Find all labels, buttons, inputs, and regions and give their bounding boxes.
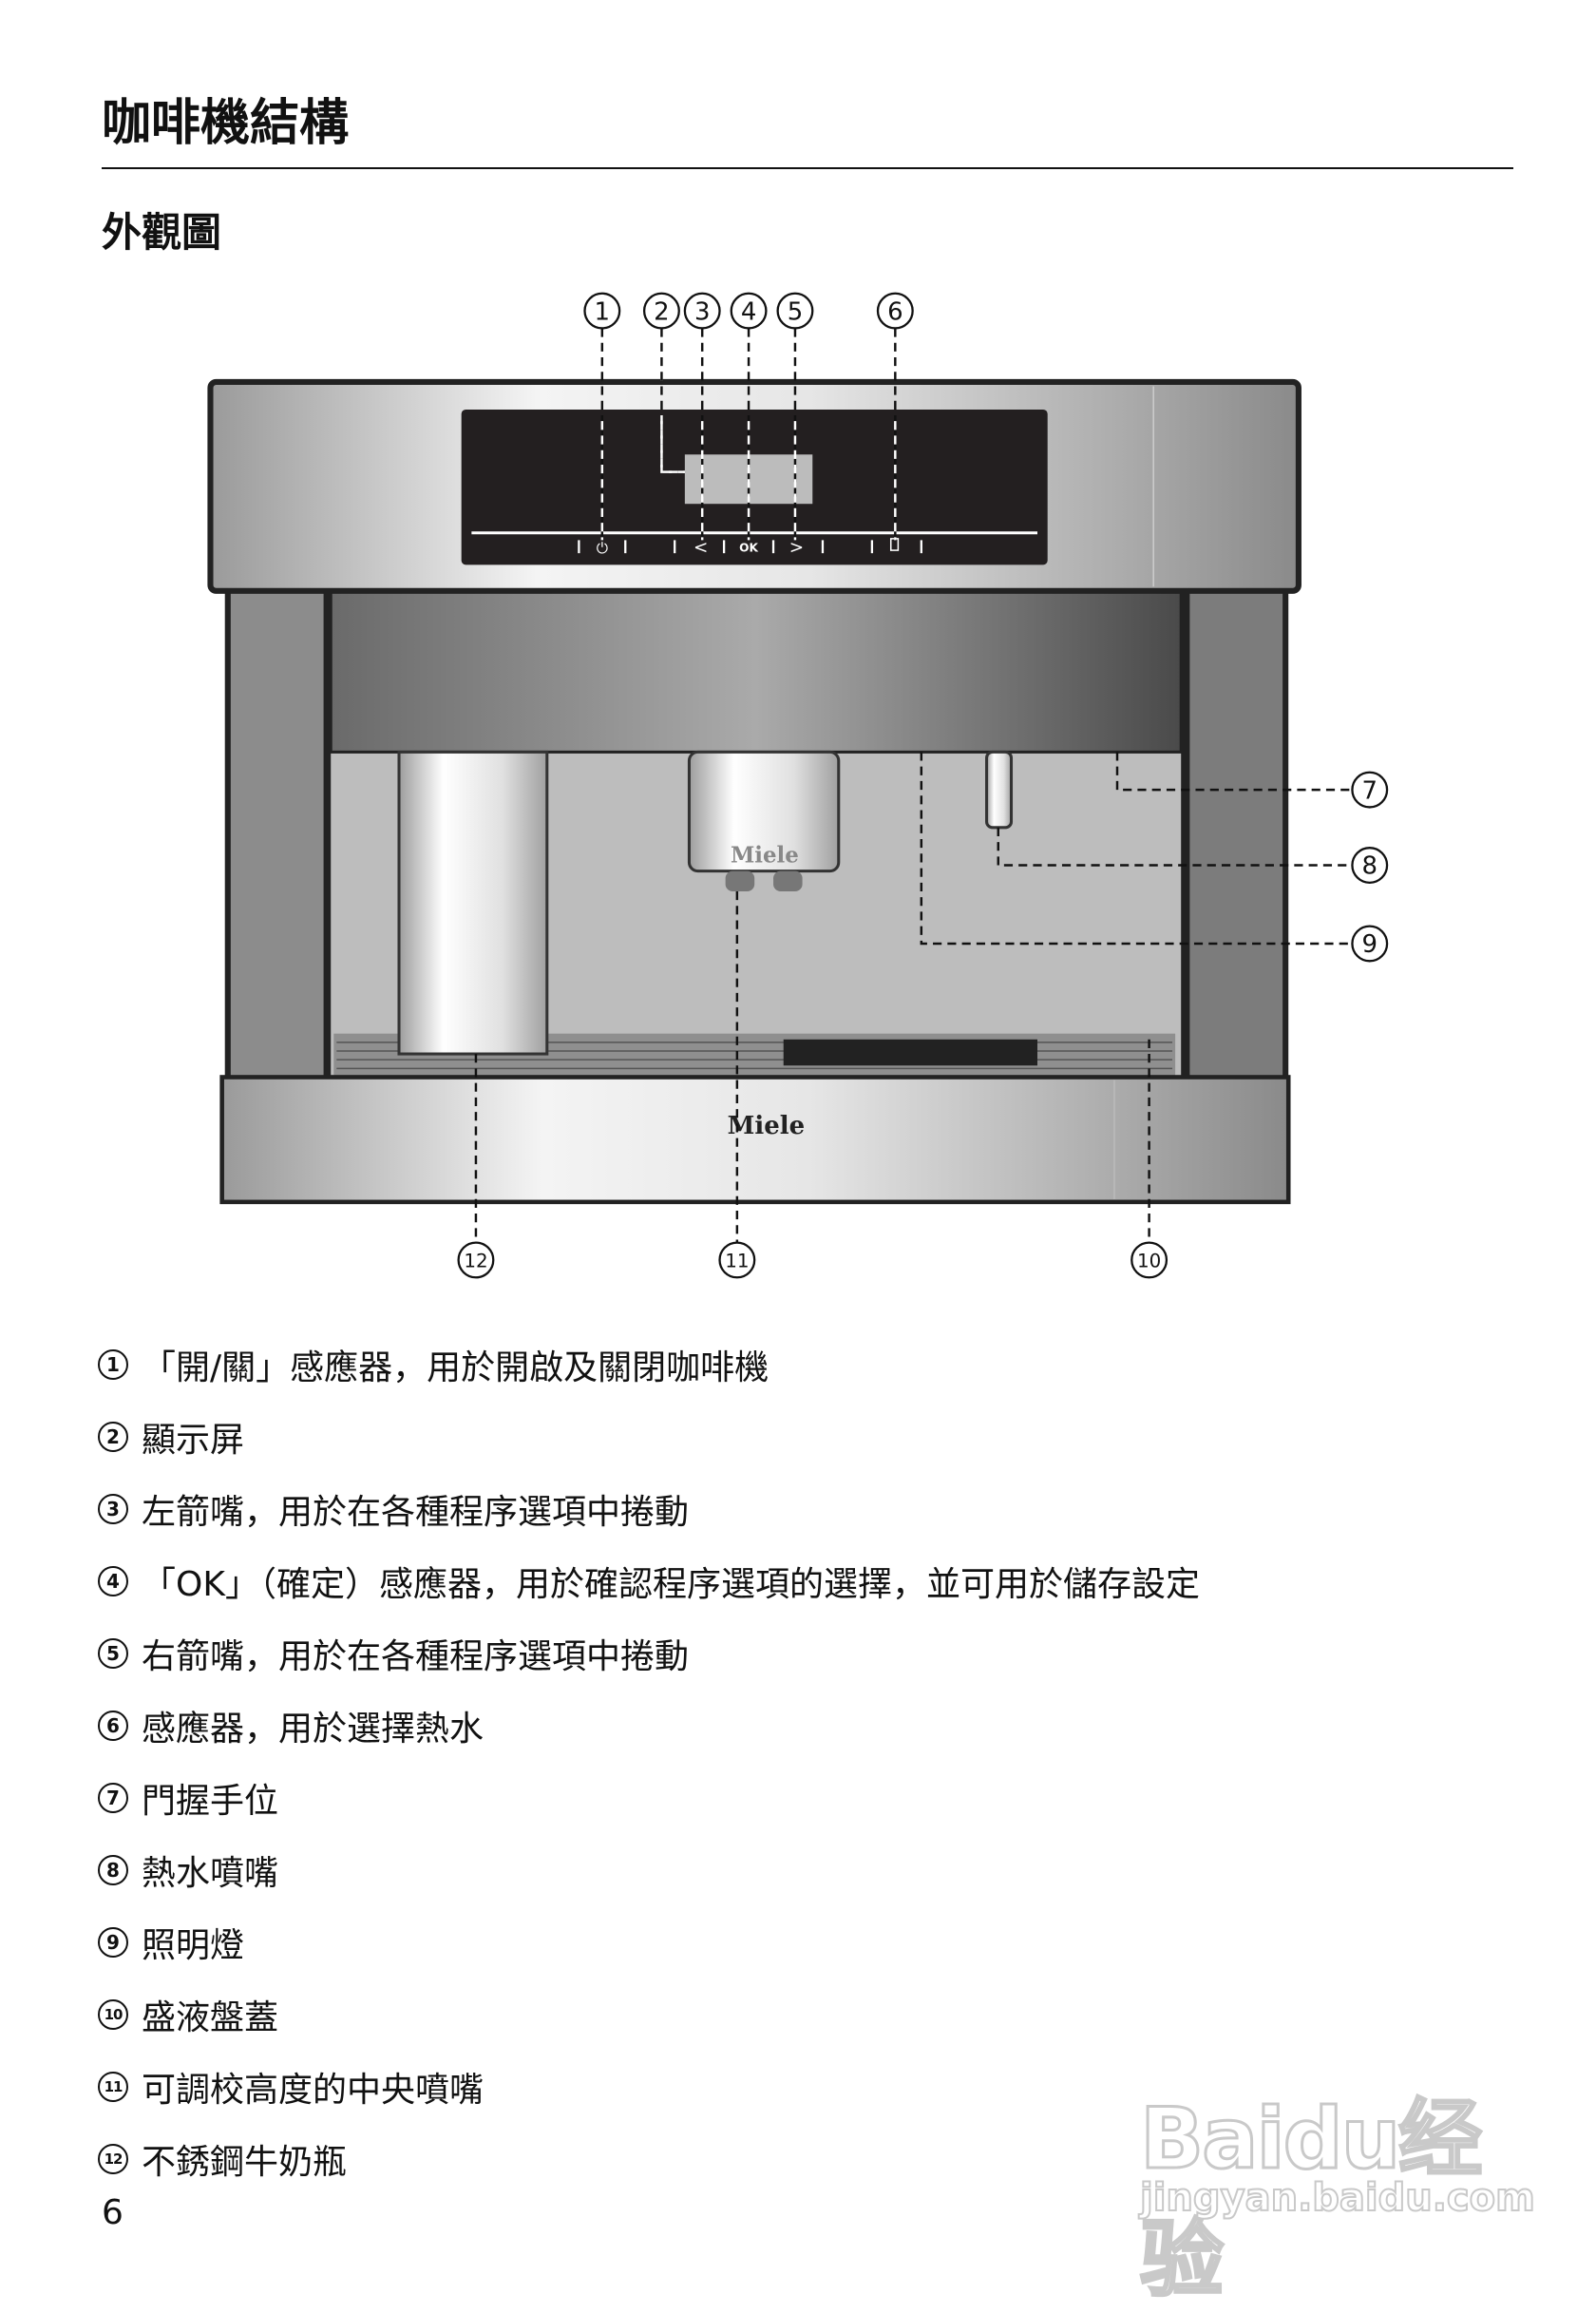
callout-2: 2 (642, 292, 680, 330)
power-icon: ⏻ (597, 540, 608, 557)
callout-1: 1 (583, 292, 621, 330)
svg-text:4: 4 (741, 297, 757, 326)
right-arrow-icon: > (789, 538, 804, 558)
svg-text:12: 12 (464, 1251, 487, 1272)
milk-container (397, 750, 549, 1056)
legend-item: 4「OK」（確定）感應器，用於確認程序選項的選擇，並可用於儲存設定 (98, 1545, 1200, 1617)
callout-7: 7 (1351, 771, 1389, 809)
hot-water-spout (985, 750, 1014, 830)
callout-6: 6 (876, 292, 914, 330)
callout-12: 12 (457, 1241, 495, 1279)
page-title: 咖啡機結構 (102, 95, 350, 152)
bottom-panel (219, 1075, 1291, 1205)
bottom-logo: Miele (728, 1112, 805, 1140)
left-side-panel (230, 590, 324, 1078)
svg-text:9: 9 (1361, 930, 1378, 959)
right-side-panel (1189, 590, 1283, 1078)
callout-3: 3 (683, 292, 721, 330)
callout-11: 11 (718, 1241, 756, 1279)
callout-9: 9 (1351, 925, 1389, 963)
title-divider (102, 167, 1513, 169)
page-number: 6 (102, 2193, 124, 2232)
coffee-machine-diagram: Miele Miele ⏻ < OK > (207, 292, 1389, 1279)
svg-text:5: 5 (788, 297, 804, 326)
svg-text:2: 2 (654, 297, 670, 326)
upper-band (329, 589, 1183, 754)
baidu-watermark: Baidu经验 jingyan.baidu.com (1139, 2015, 1536, 2310)
left-arrow-icon: < (694, 538, 708, 558)
svg-text:6: 6 (887, 297, 903, 326)
watermark-url: jingyan.baidu.com (1139, 2175, 1536, 2221)
callouts: 1 2 3 4 5 6 7 8 9 10 11 12 (457, 292, 1389, 1279)
svg-text:3: 3 (694, 297, 711, 326)
svg-text:1: 1 (595, 297, 611, 326)
control-panel: ⏻ < OK > (207, 378, 1302, 594)
spout-logo: Miele (731, 842, 799, 868)
callout-4: 4 (730, 292, 768, 330)
section-title: 外觀圖 (102, 209, 222, 256)
central-spout (687, 750, 841, 873)
callout-5: 5 (776, 292, 814, 330)
ok-label: OK (739, 542, 758, 555)
callout-10: 10 (1130, 1241, 1168, 1279)
machine-body: Miele Miele (219, 589, 1291, 1205)
svg-text:7: 7 (1361, 776, 1378, 805)
svg-text:8: 8 (1361, 852, 1378, 881)
svg-text:10: 10 (1137, 1251, 1161, 1272)
leader-lines (474, 328, 1353, 1243)
svg-text:11: 11 (725, 1251, 749, 1272)
legend-item: 1「開/關」感應器，用於開啟及關閉咖啡機 (98, 1329, 1200, 1401)
callout-8: 8 (1351, 847, 1389, 884)
